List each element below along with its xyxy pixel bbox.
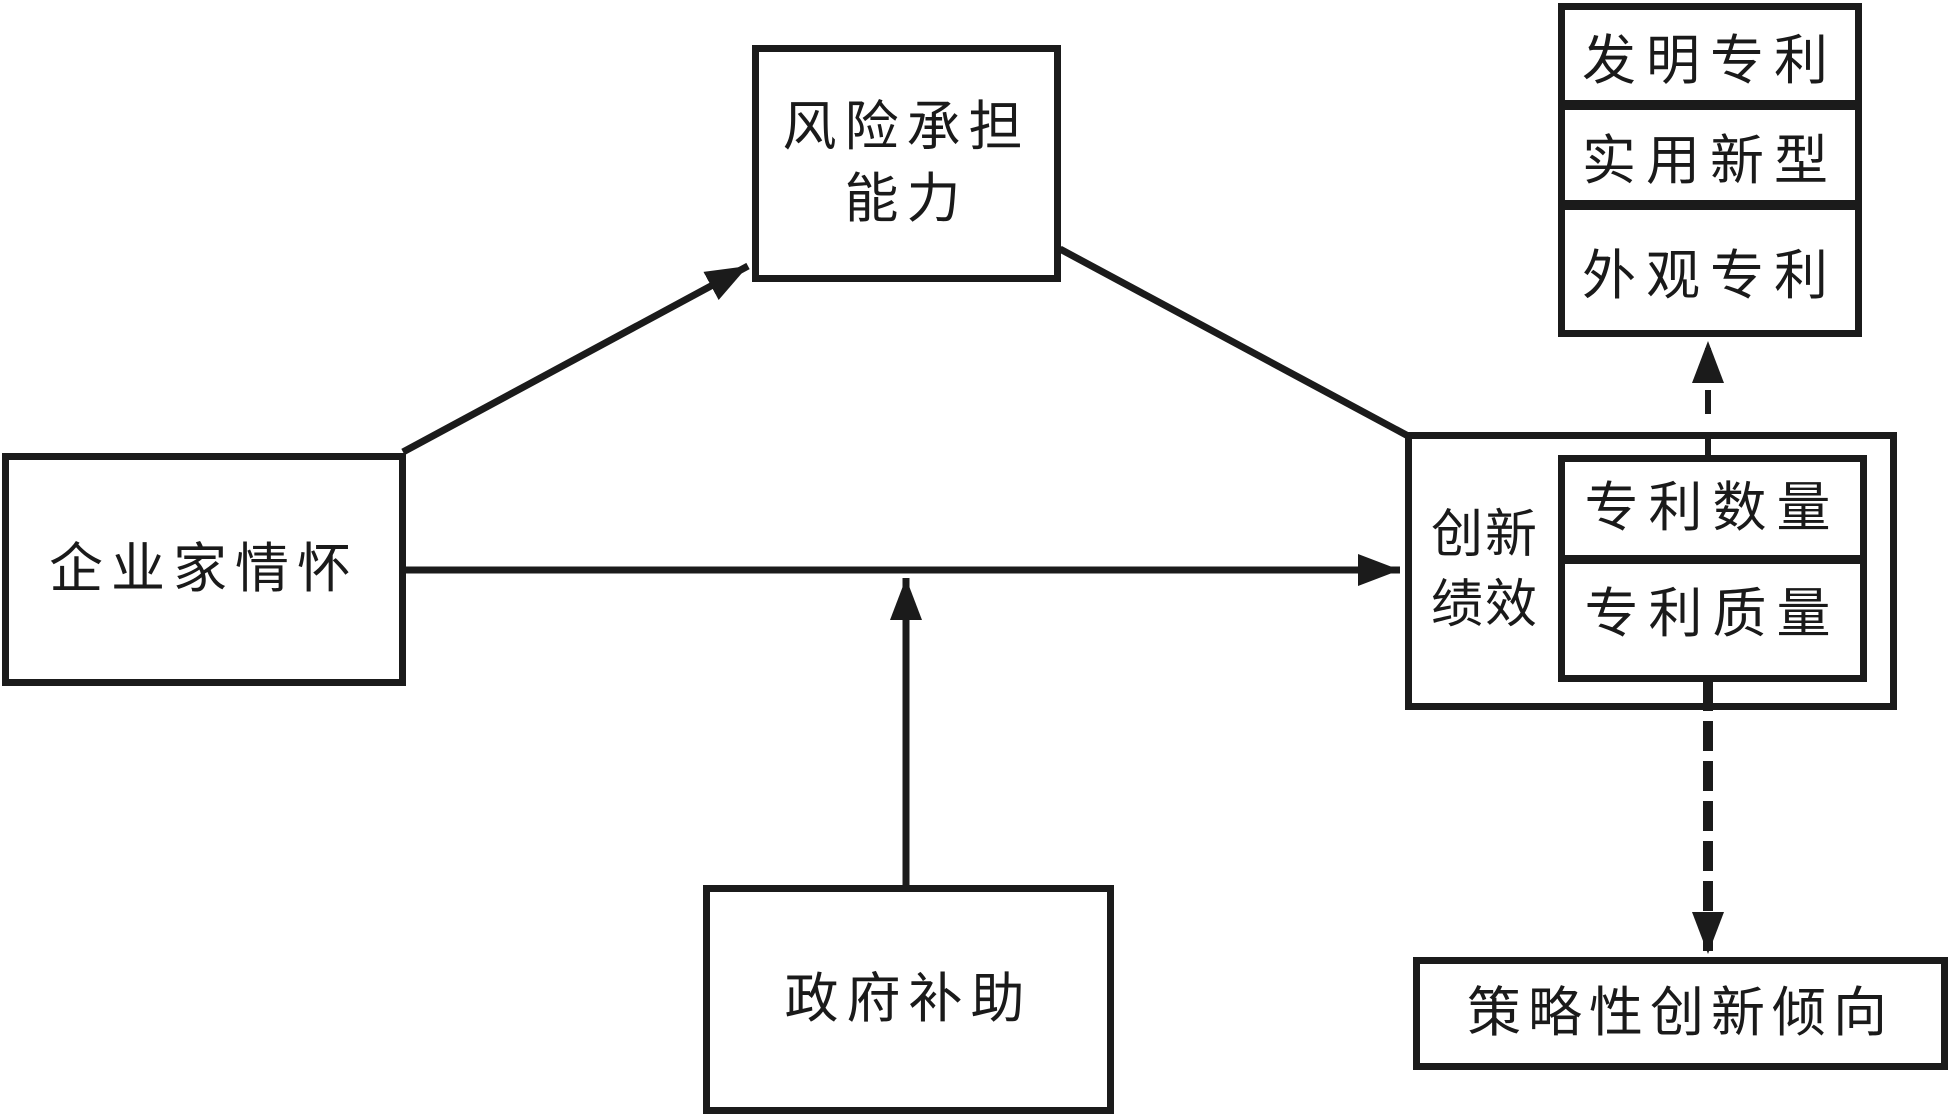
node-risk-label-line2: 能力 xyxy=(844,168,969,229)
node-patent-quality: 专利质量 xyxy=(1584,584,1841,645)
node-strategic-innovation-label: 策略性创新倾向 xyxy=(1467,982,1894,1043)
node-innovation-performance-label: 创新 绩效 xyxy=(1412,439,1558,703)
node-patent-quantity: 专利数量 xyxy=(1565,462,1860,564)
patent-measures-box: 专利数量 专利质量 xyxy=(1558,455,1867,682)
node-entrepreneurship: 企业家情怀 xyxy=(2,453,406,686)
node-government-subsidy: 政府补助 xyxy=(703,885,1114,1114)
node-innovation-performance: 创新 绩效 专利数量 专利质量 xyxy=(1405,432,1897,710)
node-strategic-innovation-tendency: 策略性创新倾向 xyxy=(1413,957,1948,1070)
patent-type-column: 发明专利 实用新型 外观专利 xyxy=(1558,3,1862,337)
node-entrepreneurship-label: 企业家情怀 xyxy=(49,538,359,599)
line-risk-to-innovation xyxy=(1058,245,1412,441)
node-design-patent: 外观专利 xyxy=(1565,210,1855,330)
node-invention-patent: 发明专利 xyxy=(1565,10,1855,110)
node-risk-taking-capacity: 风险承担 能力 xyxy=(752,45,1061,282)
arrow-entrepreneurship-to-risk xyxy=(401,262,750,456)
innovation-label-line1: 创新 xyxy=(1430,506,1539,564)
innovation-label-line2: 绩效 xyxy=(1430,577,1539,634)
node-risk-label-line1: 风险承担 xyxy=(782,97,1031,158)
node-utility-model-patent: 实用新型 xyxy=(1565,110,1855,210)
node-government-subsidy-label: 政府补助 xyxy=(784,968,1033,1029)
